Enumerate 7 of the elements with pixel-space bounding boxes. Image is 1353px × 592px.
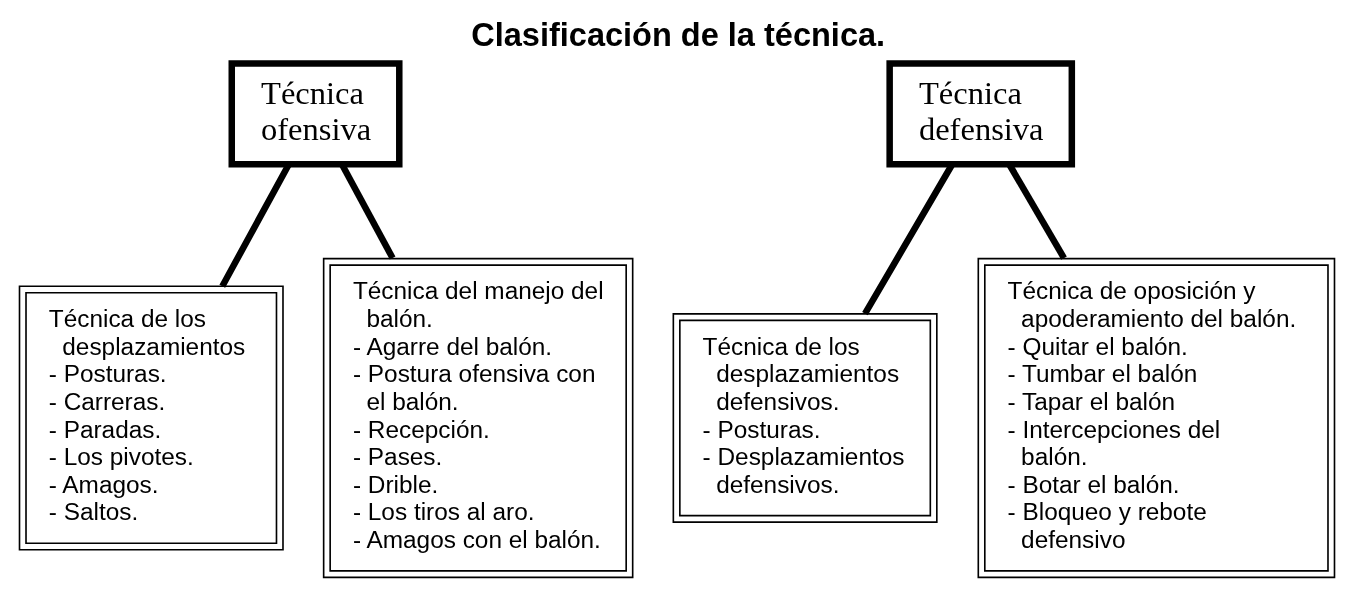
node-box: Técnica ofensiva bbox=[228, 60, 403, 168]
node-box: Técnica del manejo del balón. - Agarre del balón. - Postura ofensiva con el balón. - Recepción. - Pases. - Drible. - Los tiros al aro. - Amagos con el balón. bbox=[322, 257, 633, 579]
node-box: Técnica de los desplazamientos - Posturas. - Carreras. - Paradas. - Los pivotes. - Amagos. - Saltos. bbox=[18, 285, 284, 551]
node-box: Técnica de los desplazamientos defensivos. - Posturas. - Desplazamientos defensivos. bbox=[672, 313, 938, 523]
node-box: Técnica defensiva bbox=[885, 60, 1075, 168]
node-box: Técnica de oposición y apoderamiento del balón. - Quitar el balón. - Tumbar el balón - Tapar el balón - Intercepciones del balón. - Botar el balón. - Bloqueo y rebote defensivo bbox=[977, 257, 1335, 579]
diagram-title: Clasificación de la técnica. bbox=[470, 16, 885, 53]
